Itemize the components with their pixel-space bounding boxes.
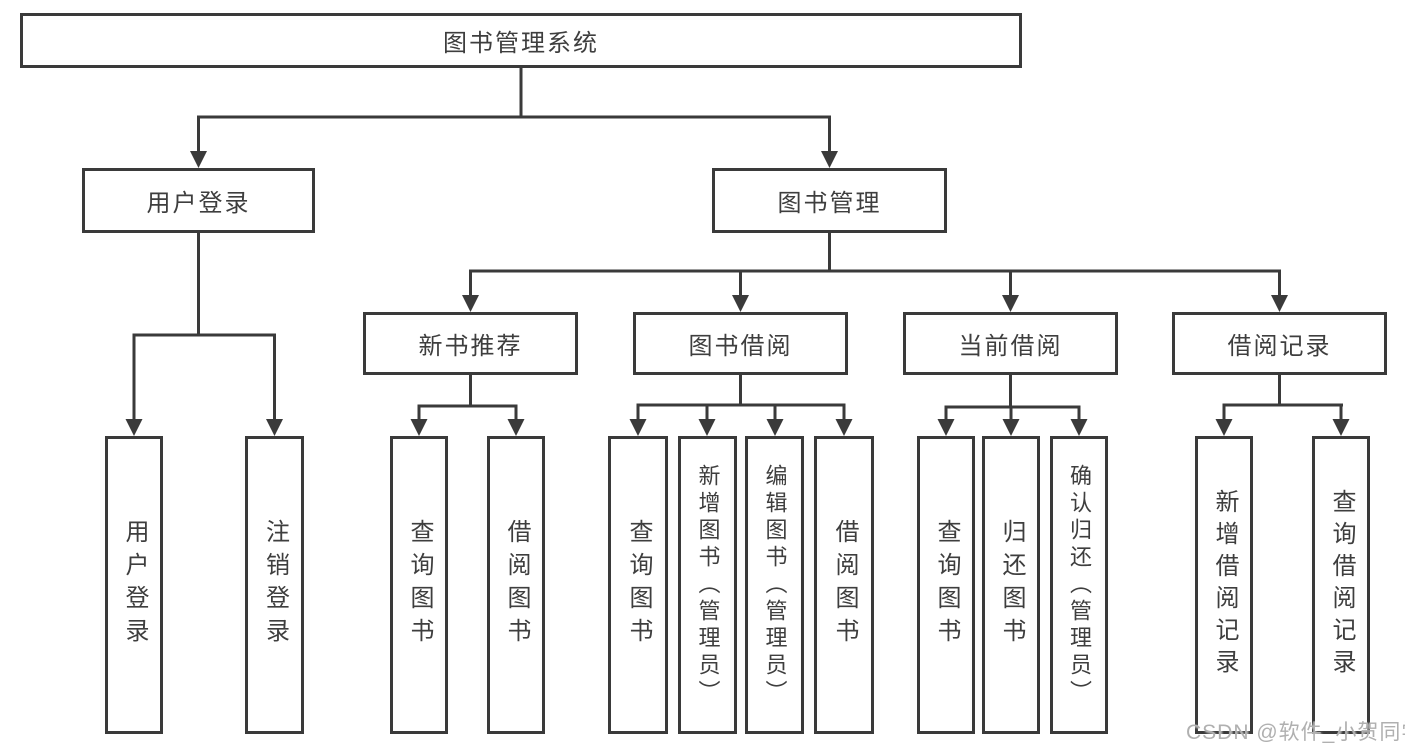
leaf-current-confirm-return-admin: 确认归还（管理员） (1050, 436, 1108, 734)
leaf-records-query-record-label: 查询借阅记录 (1328, 489, 1355, 681)
leaf-borrow-edit-books-admin-label: 编辑图书（管理员） (762, 463, 788, 707)
node-book-management: 图书管理 (712, 168, 947, 233)
leaf-newbook-borrow-books-label: 借阅图书 (503, 519, 530, 651)
leaf-current-return-books: 归还图书 (982, 436, 1040, 734)
leaf-current-confirm-return-admin-label: 确认归还（管理员） (1067, 463, 1092, 707)
csdn-watermark: CSDN @软件_小贺同学 (1186, 721, 1405, 744)
node-user-login-label: 用户登录 (146, 190, 251, 217)
leaf-borrow-add-books-admin-label: 新增图书（管理员） (695, 463, 721, 707)
leaf-logout: 注销登录 (245, 436, 304, 734)
node-book-borrow-label: 图书借阅 (688, 333, 793, 360)
leaf-borrow-query-books-label: 查询图书 (625, 519, 652, 651)
leaf-borrow-edit-books-admin: 编辑图书（管理员） (745, 436, 804, 734)
leaf-borrow-borrow-books-label: 借阅图书 (831, 519, 858, 651)
node-new-book-recommend: 新书推荐 (363, 312, 578, 375)
leaf-newbook-query-books-label: 查询图书 (406, 519, 433, 651)
node-borrow-records: 借阅记录 (1172, 312, 1387, 375)
leaf-records-query-record: 查询借阅记录 (1312, 436, 1370, 734)
leaf-records-add-record-label: 新增借阅记录 (1211, 489, 1238, 681)
node-current-borrow-label: 当前借阅 (958, 333, 1063, 360)
leaf-newbook-query-books: 查询图书 (390, 436, 448, 734)
node-root: 图书管理系统 (20, 13, 1022, 68)
leaf-borrow-query-books: 查询图书 (608, 436, 668, 734)
connector-arrow-stems (132, 117, 1343, 424)
leaf-records-add-record: 新增借阅记录 (1195, 436, 1253, 734)
node-user-login: 用户登录 (82, 168, 315, 233)
leaf-user-login: 用户登录 (105, 436, 163, 734)
leaf-user-login-label: 用户登录 (121, 519, 148, 651)
connector-lines (132, 68, 1343, 409)
leaf-borrow-add-books-admin: 新增图书（管理员） (678, 436, 737, 734)
node-book-management-label: 图书管理 (777, 190, 882, 217)
leaf-borrow-borrow-books: 借阅图书 (814, 436, 874, 734)
node-new-book-recommend-label: 新书推荐 (418, 333, 523, 360)
leaf-current-query-books-label: 查询图书 (933, 519, 960, 651)
node-borrow-records-label: 借阅记录 (1227, 333, 1332, 360)
node-root-label: 图书管理系统 (443, 30, 599, 57)
leaf-logout-label: 注销登录 (261, 519, 289, 651)
leaf-newbook-borrow-books: 借阅图书 (487, 436, 545, 734)
node-current-borrow: 当前借阅 (903, 312, 1118, 375)
leaf-current-return-books-label: 归还图书 (998, 519, 1025, 651)
node-book-borrow: 图书借阅 (633, 312, 848, 375)
leaf-current-query-books: 查询图书 (917, 436, 975, 734)
